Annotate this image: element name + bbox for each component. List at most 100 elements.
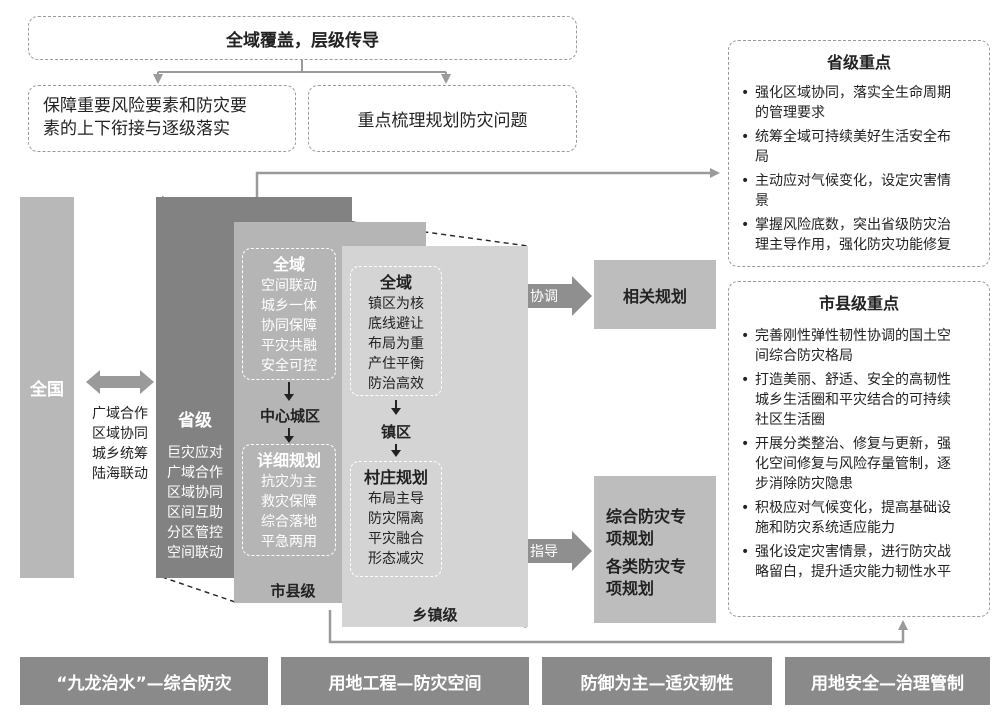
national-note: 城乡统筹 — [92, 446, 148, 462]
village-item: 平灾融合 — [368, 531, 424, 547]
bottom-band-label: 防御为主—适灾韧性 — [580, 673, 734, 694]
province-focus-item: 主动应对气候变化，设定灾害情景 — [739, 171, 979, 211]
city-global-item: 协同保障 — [261, 318, 317, 334]
town-down-arrow-1 — [395, 400, 397, 410]
top-left-line-2: 素的上下衔接与逐级落实 — [43, 119, 230, 139]
town-global-item: 镇区为核 — [368, 296, 424, 312]
village-content: 村庄规划 布局主导 防灾隔离 平灾融合 形态减灾 — [350, 467, 442, 569]
township-panel — [342, 246, 528, 627]
special-plan-line: 各类防灾专 — [606, 557, 687, 576]
city-down-arrow-1-head — [284, 394, 294, 401]
arrow-to-city-focus — [328, 610, 908, 644]
bottom-band-label: “九龙治水”—综合防灾 — [56, 673, 232, 694]
province-label: 省级 — [178, 410, 212, 431]
city-detail-item: 抗灾为主 — [261, 474, 317, 490]
province-panel — [156, 197, 234, 578]
town-global-content: 全域 镇区为核 底线避让 布局为重 产住平衡 防治高效 — [350, 272, 442, 394]
guide-label: 指导 — [530, 544, 558, 560]
village-item: 防灾隔离 — [368, 511, 424, 527]
arrow-to-province-focus — [255, 168, 720, 197]
city-county-label: 市县级 — [270, 582, 316, 600]
town-down-arrow-2-head — [391, 450, 401, 457]
province-focus-title: 省级重点 — [826, 53, 891, 72]
bottom-band-3: 防御为主—适灾韧性 — [542, 657, 772, 705]
town-global-item: 防治高效 — [368, 376, 424, 392]
city-global-box — [242, 248, 336, 380]
town-global-title: 全域 — [379, 273, 412, 292]
city-down-arrow-1 — [288, 382, 290, 396]
city-down-arrow-2-head — [284, 436, 294, 443]
national-notes: 广域合作 区域协同 城乡统筹 陆海联动 — [80, 404, 160, 484]
town-down-arrow-2 — [395, 444, 397, 452]
province-note: 广域合作 — [167, 465, 223, 481]
province-notes: 巨灾应对 广域合作 区域协同 区间互助 分区管控 空间联动 — [156, 443, 234, 563]
village-item: 形态减灾 — [368, 551, 424, 567]
top-left-box: 保障重要风险要素和防灾要 素的上下衔接与逐级落实 — [28, 85, 296, 152]
city-global-content: 全域 空间联动 城乡一体 协同保障 平灾共融 安全可控 — [242, 254, 336, 376]
town-global-item: 布局为重 — [368, 336, 424, 352]
special-plan-line: 项规划 — [606, 529, 655, 548]
national-column: 全国 — [20, 197, 74, 578]
town-global-item: 产住平衡 — [368, 356, 424, 372]
special-plan-line: 综合防灾专 — [606, 507, 687, 526]
village-box — [350, 461, 442, 577]
center-city-label: 中心城区 — [259, 406, 320, 425]
special-plan-line: 项规划 — [606, 579, 655, 598]
top-title: 全域覆盖，层级传导 — [226, 30, 379, 51]
city-detail-box — [242, 444, 336, 556]
national-note: 陆海联动 — [92, 466, 148, 482]
bottom-band-label: 用地工程—防灾空间 — [328, 673, 482, 694]
coordinate-label: 协调 — [530, 289, 558, 305]
province-panel-top-strip — [156, 197, 352, 222]
village-item: 布局主导 — [368, 491, 424, 507]
related-plan-box: 相关规划 — [594, 260, 716, 329]
province-note: 分区管控 — [167, 525, 223, 541]
national-note: 广域合作 — [92, 406, 148, 422]
province-note: 空间联动 — [167, 545, 223, 561]
bottom-band-1: “九龙治水”—综合防灾 — [20, 657, 268, 705]
town-global-item: 底线避让 — [368, 316, 424, 332]
city-global-item: 平灾共融 — [261, 338, 317, 354]
province-note: 区间互助 — [167, 505, 223, 521]
town-global-box — [350, 266, 442, 396]
national-label: 全国 — [30, 380, 64, 400]
province-note: 巨灾应对 — [167, 445, 223, 461]
top-right-text: 重点梳理规划防灾问题 — [357, 111, 528, 131]
town-label: 镇区 — [380, 422, 411, 441]
national-province-arrow — [86, 370, 154, 394]
city-global-title: 全域 — [272, 255, 305, 274]
village-title: 村庄规划 — [363, 468, 428, 487]
special-plans-box: 综合防灾专 项规划 各类防灾专 项规划 — [594, 476, 716, 623]
top-title-box: 全域覆盖，层级传导 — [28, 16, 577, 60]
bottom-band-label: 用地安全—治理管制 — [811, 673, 964, 694]
city-panel — [234, 222, 352, 603]
town-down-arrow-1-head — [391, 408, 401, 415]
top-right-box: 重点梳理规划防灾问题 — [308, 85, 577, 152]
bottom-band-4: 用地安全—治理管制 — [785, 657, 990, 705]
province-note: 区域协同 — [167, 485, 223, 501]
top-left-line-1: 保障重要风险要素和防灾要 — [43, 96, 247, 116]
top-split-connector — [153, 60, 451, 84]
city-global-item: 空间联动 — [261, 278, 317, 294]
township-label: 乡镇级 — [412, 606, 458, 624]
city-panel-top-strip — [352, 222, 426, 246]
city-global-item: 安全可控 — [261, 358, 317, 374]
related-plan-label: 相关规划 — [622, 286, 687, 306]
city-global-item: 城乡一体 — [261, 298, 317, 314]
national-note: 区域协同 — [92, 426, 148, 442]
city-detail-title: 详细规划 — [256, 451, 321, 470]
bottom-band-2: 用地工程—防灾空间 — [281, 657, 529, 705]
city-detail-item: 救灾保障 — [261, 494, 317, 510]
city-detail-content: 详细规划 抗灾为主 救灾保障 综合落地 平急两用 — [242, 450, 336, 552]
